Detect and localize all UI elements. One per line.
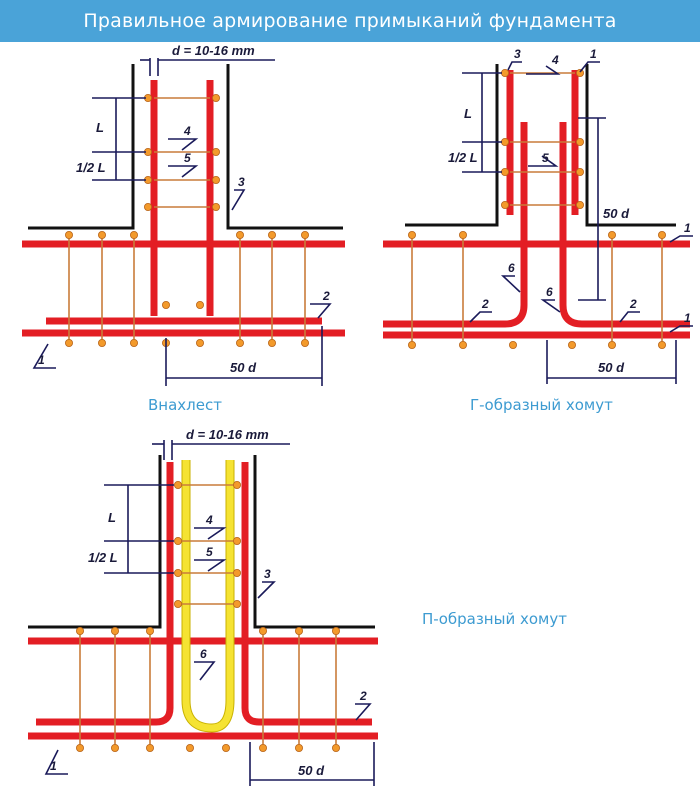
l-bar-left	[36, 462, 174, 726]
dimension-L: L 1/2 L	[88, 484, 174, 574]
callout-number: 3	[264, 567, 271, 581]
caption-overlap: Внахлест	[148, 396, 222, 414]
base-ties	[68, 234, 306, 343]
tie-nodes	[407, 69, 667, 349]
callouts: 1 2 3 4 5	[32, 124, 332, 369]
50d-label: 50 d	[230, 360, 257, 375]
callout-number: 6	[546, 285, 553, 299]
callout-number: 6	[200, 647, 207, 661]
dimension-50d: 50 d	[165, 326, 323, 386]
dimension-50d: 50 d	[546, 340, 677, 384]
L-label: L	[464, 106, 472, 121]
callout-number: 2	[629, 297, 637, 311]
dimension-50d: 50 d	[249, 742, 375, 786]
dimension-L: L 1/2 L	[448, 72, 502, 173]
callout-number: 5	[542, 151, 549, 165]
caption-l-shaped: Г-образный хомут	[470, 396, 613, 414]
wall-outline-left	[405, 64, 499, 227]
callout-number: 3	[238, 175, 245, 189]
50d-label: 50 d	[298, 763, 325, 778]
wall-outline-right	[585, 64, 676, 227]
dimension-L: L 1/2 L	[76, 97, 146, 181]
diagram-overlap: d = 10-16 mm L 1/2 L 50 d 1 2 3 4 5	[22, 43, 345, 386]
wall-outline-right	[253, 455, 375, 629]
callout-number: 4	[551, 53, 559, 67]
callout-number: 6	[508, 261, 515, 275]
diagram-l-shaped: L 1/2 L 50 d 50 d 1 1 1 2 2 3 4 5 6 6	[383, 47, 693, 384]
page-title: Правильное армирование примыканий фундам…	[83, 10, 617, 32]
L-label: L	[96, 120, 104, 135]
tie-nodes	[76, 480, 340, 753]
half-L-label: 1/2 L	[88, 550, 118, 565]
callout-number: 2	[359, 689, 367, 703]
dimension-d: d = 10-16 mm	[140, 43, 275, 76]
wall-outline-left	[28, 64, 135, 230]
callout-number: 2	[481, 297, 489, 311]
callout-number: 5	[184, 151, 191, 165]
wall-ties	[154, 97, 210, 208]
half-L-label: 1/2 L	[76, 160, 106, 175]
l-bar-right	[559, 122, 690, 328]
wall-outline-right	[226, 64, 343, 230]
50d-vertical-label: 50 d	[603, 206, 630, 221]
callouts: 1 2 3 4 5 6	[44, 513, 372, 775]
callout-number: 5	[206, 545, 213, 559]
callout-number: 2	[322, 289, 330, 303]
half-L-label: 1/2 L	[448, 150, 478, 165]
base-ties	[79, 631, 337, 748]
50d-label: 50 d	[598, 360, 625, 375]
tie-nodes	[65, 94, 309, 347]
wall-ties	[176, 484, 239, 605]
callout-number: 1	[684, 311, 691, 325]
l-bar-left	[383, 122, 528, 328]
d-label: d = 10-16 mm	[172, 43, 255, 58]
callout-number: 4	[205, 513, 213, 527]
callout-number: 4	[183, 124, 191, 138]
callout-number: 1	[38, 353, 45, 367]
wall-outline-left	[28, 455, 162, 629]
callout-number: 1	[590, 47, 597, 61]
caption-u-shaped: П-образный хомут	[422, 610, 567, 628]
header-banner: Правильное армирование примыканий фундам…	[0, 0, 700, 42]
diagram-u-shaped: d = 10-16 mm L 1/2 L 50 d 1 2 3 4 5 6	[28, 427, 378, 786]
callout-number: 1	[50, 759, 57, 773]
callout-number: 1	[684, 221, 691, 235]
wall-ties	[510, 72, 575, 206]
dimension-50d-vertical: 50 d	[578, 117, 630, 301]
L-label: L	[108, 510, 116, 525]
callouts: 1 1 1 2 2 3 4 5 6 6	[469, 47, 693, 333]
u-bar	[182, 460, 234, 732]
l-bar-right	[241, 462, 372, 726]
d-label: d = 10-16 mm	[186, 427, 269, 442]
base-ties	[411, 234, 663, 345]
dimension-d: d = 10-16 mm	[152, 427, 290, 460]
callout-number: 3	[514, 47, 521, 61]
